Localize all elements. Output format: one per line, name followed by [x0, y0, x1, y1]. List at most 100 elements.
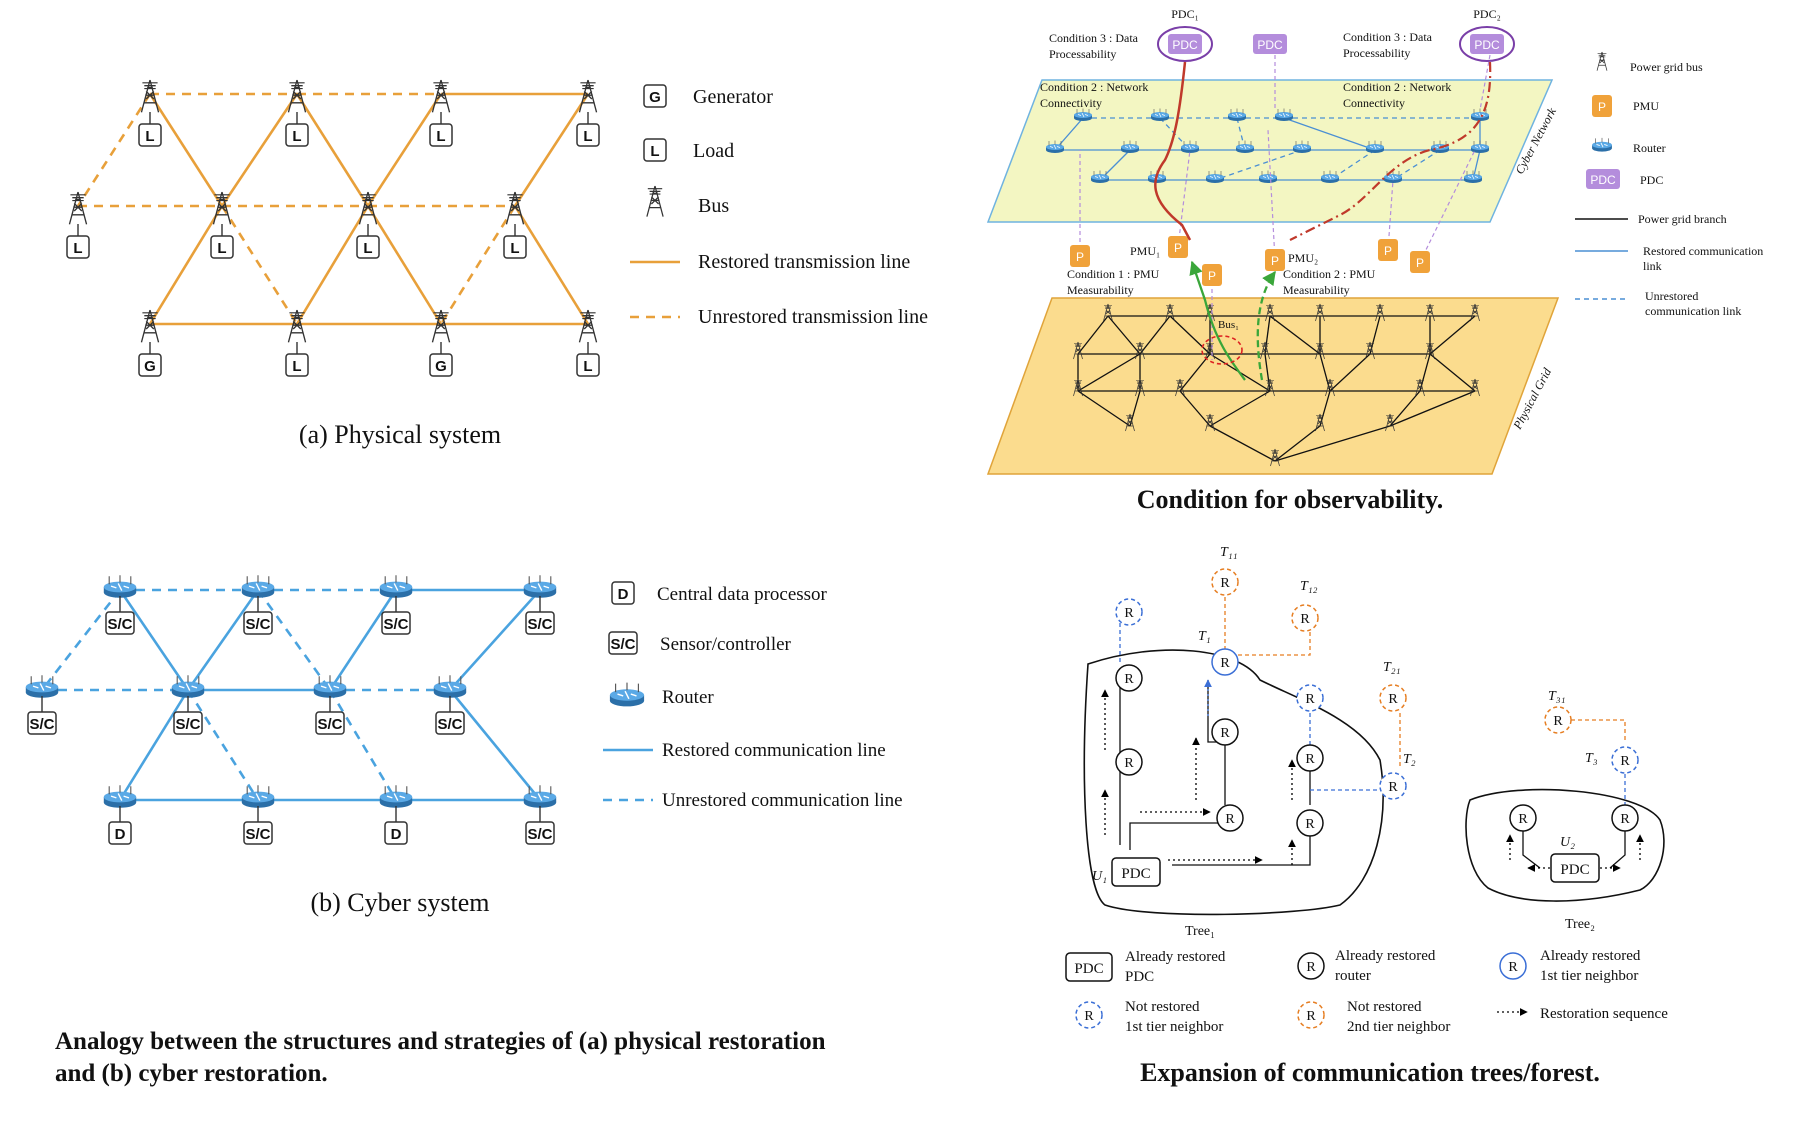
legend-sc-label: Sensor/controller — [660, 634, 792, 655]
node-label-box — [27, 711, 57, 735]
router-icon — [433, 675, 467, 698]
tree2-label: Tree₂ — [1565, 917, 1595, 932]
power-grid-bus-icon — [1165, 303, 1175, 322]
router-node-text: R — [1084, 1009, 1094, 1024]
router-node-text: R — [1553, 714, 1563, 729]
bus-tower-icon — [358, 191, 378, 225]
physical-grid-plane — [986, 297, 1560, 475]
unrestored-communication-line — [328, 689, 398, 801]
t11-label: T₁₁ — [1220, 545, 1238, 560]
legend-not-second-label: Not restored — [1347, 999, 1422, 1015]
pdc-node — [1111, 857, 1161, 887]
power-grid-bus-icon — [1315, 341, 1325, 360]
power-grid-bus-icon — [1315, 413, 1325, 432]
legend-restored-first-label: Already restored — [1540, 948, 1641, 964]
router-node-text: R — [1306, 960, 1316, 975]
power-grid-bus-icon — [1365, 341, 1375, 360]
router-node-text: R — [1518, 812, 1528, 827]
bus-tower-icon — [140, 309, 160, 343]
power-grid-branch — [1329, 353, 1371, 392]
pmu-icon-text: P — [1076, 250, 1084, 264]
pdc-icon-text: PDC — [1474, 38, 1500, 52]
power-grid-branch — [1077, 353, 1141, 392]
legend-sequence-label: Restoration sequence — [1540, 1006, 1668, 1022]
power-grid-bus-icon — [1073, 341, 1083, 360]
power-grid-branch — [1179, 390, 1211, 427]
legend-restored-label: Restored communication line — [662, 740, 886, 761]
tree-link — [1609, 830, 1626, 869]
pmu-icon — [1202, 264, 1222, 286]
power-grid-bus-icon — [1315, 303, 1325, 322]
unrestored-second-tier-link — [1558, 719, 1626, 740]
bus-label-box — [356, 235, 380, 259]
power-grid-bus-icon — [1135, 378, 1145, 397]
router-icon — [171, 675, 205, 698]
restored-transmission-line — [513, 93, 590, 207]
power-grid-bus-icon — [1325, 378, 1335, 397]
condition3-right-label: Condition 3 : Data — [1343, 30, 1433, 44]
router-icon — [1206, 170, 1224, 183]
router-icon — [1275, 108, 1293, 121]
unrestored-transmission-line — [439, 205, 517, 325]
router-node-text: R — [1220, 576, 1230, 591]
power-grid-bus-icon — [1385, 413, 1395, 432]
tree1-label: Tree₁ — [1185, 924, 1215, 939]
pmu-icon-text: P — [1416, 256, 1424, 270]
router-node — [1296, 684, 1324, 712]
cyber-network-plane — [986, 79, 1554, 223]
legend-bus-icon — [1596, 51, 1608, 71]
legend-pdc-symbol: PDC — [1590, 173, 1616, 187]
router-node-text: R — [1124, 756, 1134, 771]
bus-label-box-text: L — [436, 128, 445, 145]
pmu-icon — [1265, 249, 1285, 271]
router-icon — [1046, 140, 1064, 153]
legend-sc-box — [608, 631, 638, 655]
power-grid-bus-icon — [1375, 303, 1385, 322]
router-node — [1611, 746, 1639, 774]
tree-link — [1129, 818, 1226, 850]
legend-cdp-box — [611, 581, 635, 605]
bus-label-box-text: L — [583, 358, 592, 375]
unrestored-communication-link — [1329, 149, 1376, 181]
legend-restored-label: link — [1643, 259, 1662, 273]
bus-label-box-text: L — [510, 240, 519, 257]
power-grid-branch — [1077, 315, 1109, 355]
legend-bus-icon — [646, 185, 664, 217]
pdc-link — [1479, 54, 1491, 111]
node-label-box-text: S/C — [29, 716, 54, 733]
observability-path-1 — [1154, 61, 1192, 241]
bus-label-box — [429, 123, 453, 147]
power-grid-bus-icon — [1470, 303, 1480, 322]
legend-restored-label: Restored communication — [1643, 244, 1763, 258]
t1-label: T₁ — [1198, 629, 1211, 644]
bus-label-box-text: G — [435, 358, 447, 375]
bus1-highlight — [1201, 335, 1243, 365]
router-icon — [25, 675, 59, 698]
power-grid-bus-icon — [1073, 378, 1083, 397]
legend-not-first-label: 1st tier neighbor — [1125, 1019, 1223, 1035]
node-label-box — [525, 611, 555, 635]
legend-bus-label: Bus — [698, 195, 729, 217]
pdc-label: PDC₁ — [1171, 7, 1199, 21]
node-label-box — [173, 711, 203, 735]
legend-pdc-label: PDC — [1640, 173, 1663, 187]
legend-router-label: Router — [1633, 141, 1666, 155]
pmu-icon-text: P — [1208, 269, 1216, 283]
router-node — [1115, 664, 1143, 692]
node-label-box-text: S/C — [527, 826, 552, 843]
node-label-box-text: S/C — [317, 716, 342, 733]
pmu2-label: PMU₂ — [1288, 251, 1318, 265]
pdc-highlight — [1459, 26, 1515, 62]
legend-unrestored-label: Unrestored transmission line — [698, 306, 928, 328]
restored-transmission-line — [366, 205, 443, 325]
t31-label: T₃₁ — [1548, 689, 1566, 704]
power-grid-bus-icon — [1260, 341, 1270, 360]
router-icon — [103, 785, 137, 808]
legend-unrestored-label: communication link — [1645, 304, 1741, 318]
router-icon — [103, 575, 137, 598]
legend-router-icon — [1592, 137, 1612, 152]
pdc-label: PDC₂ — [1473, 7, 1501, 21]
node-label-box-text: S/C — [175, 716, 200, 733]
pmu1-label: PMU₁ — [1130, 244, 1160, 258]
